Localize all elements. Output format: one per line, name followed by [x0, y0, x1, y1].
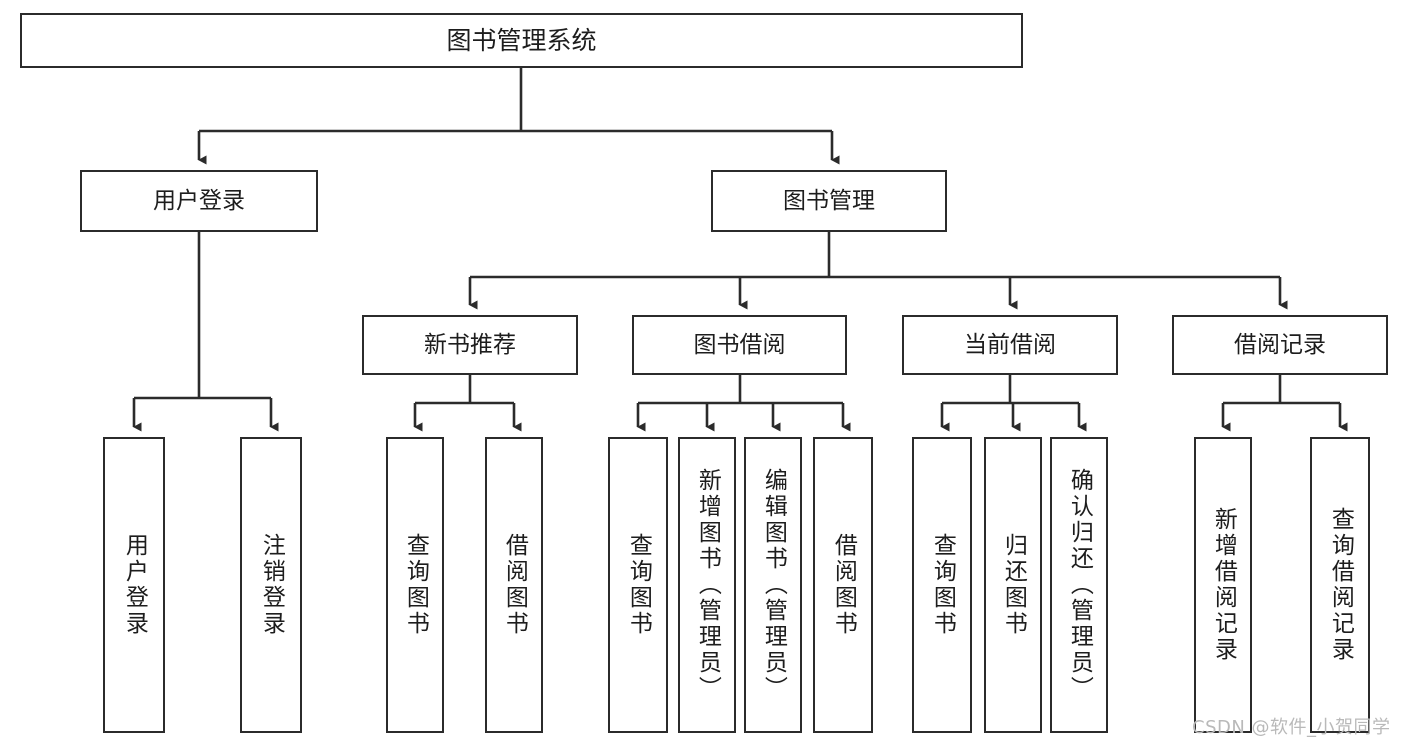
watermark: CSDN @软件_小贺同学 [1192, 717, 1391, 738]
leaf-logout-label: 注销登录 [258, 533, 285, 637]
leaf-add-borrow-record-label: 新增借阅记录 [1210, 507, 1237, 663]
node-user-login-label: 用户登录 [153, 187, 245, 214]
leaf-add-book-admin[interactable]: 新增图书（管理员） [678, 437, 736, 733]
node-borrow-record-label: 借阅记录 [1234, 331, 1326, 358]
node-book-borrow-label: 图书借阅 [693, 331, 786, 358]
leaf-query-book-borrow[interactable]: 查询图书 [608, 437, 668, 733]
leaf-confirm-return-admin-label: 确认归还（管理员） [1066, 468, 1093, 702]
leaf-confirm-return-admin[interactable]: 确认归还（管理员） [1050, 437, 1108, 733]
leaf-query-borrow-record-label: 查询借阅记录 [1327, 507, 1354, 663]
node-current-borrow[interactable]: 当前借阅 [902, 315, 1118, 375]
leaf-logout[interactable]: 注销登录 [240, 437, 302, 733]
node-root-label: 图书管理系统 [446, 26, 597, 55]
node-book-borrow[interactable]: 图书借阅 [632, 315, 847, 375]
leaf-query-book-borrow-label: 查询图书 [625, 533, 652, 637]
leaf-query-book-recommend[interactable]: 查询图书 [386, 437, 444, 733]
node-new-book-recommend[interactable]: 新书推荐 [362, 315, 578, 375]
leaf-edit-book-admin[interactable]: 编辑图书（管理员） [744, 437, 802, 733]
node-root[interactable]: 图书管理系统 [20, 13, 1023, 68]
leaf-edit-book-admin-label: 编辑图书（管理员） [760, 468, 787, 702]
leaf-query-book-current-label: 查询图书 [929, 533, 956, 637]
node-current-borrow-label: 当前借阅 [964, 331, 1056, 358]
leaf-borrow-book-label: 借阅图书 [830, 533, 857, 637]
leaf-borrow-book[interactable]: 借阅图书 [813, 437, 873, 733]
leaf-user-login[interactable]: 用户登录 [103, 437, 165, 733]
node-new-book-recommend-label: 新书推荐 [424, 331, 516, 358]
node-book-management-label: 图书管理 [783, 187, 875, 214]
leaf-borrow-book-recommend-label: 借阅图书 [501, 533, 528, 637]
leaf-borrow-book-recommend[interactable]: 借阅图书 [485, 437, 543, 733]
leaf-user-login-label: 用户登录 [121, 533, 148, 637]
leaf-query-borrow-record[interactable]: 查询借阅记录 [1310, 437, 1370, 733]
leaf-query-book-recommend-label: 查询图书 [402, 533, 429, 637]
node-book-management[interactable]: 图书管理 [711, 170, 947, 232]
leaf-add-borrow-record[interactable]: 新增借阅记录 [1194, 437, 1252, 733]
leaf-return-book[interactable]: 归还图书 [984, 437, 1042, 733]
leaf-return-book-label: 归还图书 [1000, 533, 1027, 637]
node-borrow-record[interactable]: 借阅记录 [1172, 315, 1388, 375]
leaf-query-book-current[interactable]: 查询图书 [912, 437, 972, 733]
leaf-add-book-admin-label: 新增图书（管理员） [694, 468, 721, 702]
node-user-login[interactable]: 用户登录 [80, 170, 318, 232]
